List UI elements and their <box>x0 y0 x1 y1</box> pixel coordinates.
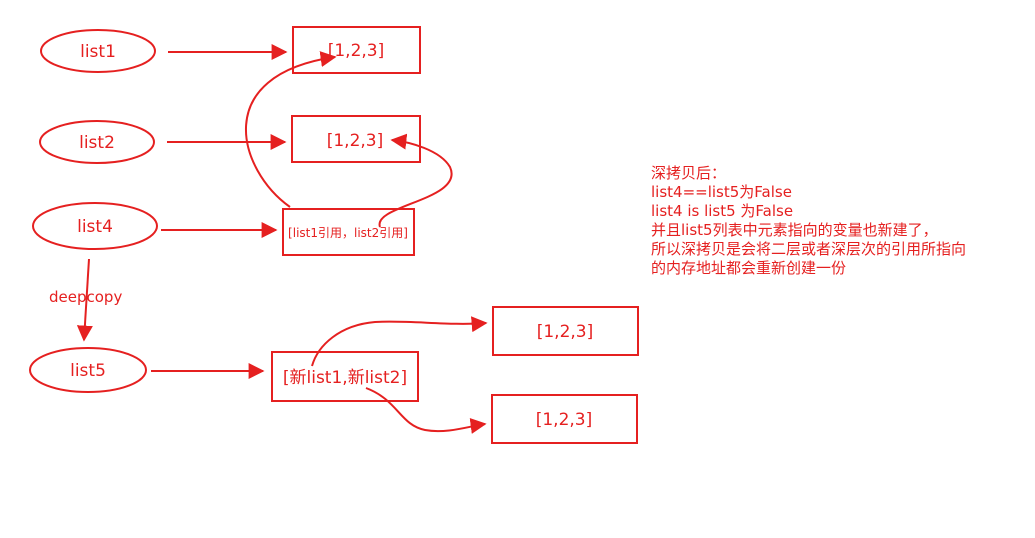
box-list2-value: [1,2,3] <box>291 115 421 163</box>
note-line-3: list4 is list5 为False <box>651 202 794 220</box>
box-list4-value: [list1引用，list2引用] <box>282 208 415 256</box>
node-list2-label: list2 <box>79 133 115 153</box>
note-line-4: 并且list5列表中元素指向的变量也新建了， <box>651 221 938 239</box>
box-list1-value: [1,2,3] <box>292 26 421 74</box>
curve-list5-ref-to-new-list1 <box>311 316 488 367</box>
box-new-list1-value-text: [1,2,3] <box>537 322 594 342</box>
node-list1-label: list1 <box>80 42 116 62</box>
node-list5-label: list5 <box>70 361 106 381</box>
box-new-list2-value: [1,2,3] <box>491 394 638 444</box>
curve-list4-ref-to-list2 <box>378 133 453 228</box>
node-list4: list4 <box>32 202 158 250</box>
explanation-note: 深拷贝后： list4==list5为False list4 is list5 … <box>651 164 1031 278</box>
box-list2-value-text: [1,2,3] <box>327 131 384 151</box>
arrow-deepcopy <box>76 258 93 342</box>
box-list1-value-text: [1,2,3] <box>328 41 385 61</box>
box-list5-value: [新list1,新list2] <box>271 351 419 402</box>
box-list4-value-text: [list1引用，list2引用] <box>288 226 408 240</box>
box-list5-value-text: [新list1,新list2] <box>283 368 407 388</box>
note-line-2: list4==list5为False <box>651 183 792 201</box>
note-line-5: 所以深拷贝是会将二层或者深层次的引用所指向 <box>651 240 967 258</box>
node-list4-label: list4 <box>77 217 113 237</box>
note-line-1: 深拷贝后： <box>651 164 727 182</box>
deepcopy-label: deepcopy <box>49 288 122 306</box>
node-list1: list1 <box>40 29 156 73</box>
node-list5: list5 <box>29 347 147 393</box>
box-new-list1-value: [1,2,3] <box>492 306 639 356</box>
box-new-list2-value-text: [1,2,3] <box>536 410 593 430</box>
note-line-6: 的内存地址都会重新创建一份 <box>651 259 847 277</box>
node-list2: list2 <box>39 120 155 164</box>
curve-list5-ref-to-new-list2 <box>365 387 487 434</box>
curve-list4-ref-to-list1 <box>245 51 337 208</box>
